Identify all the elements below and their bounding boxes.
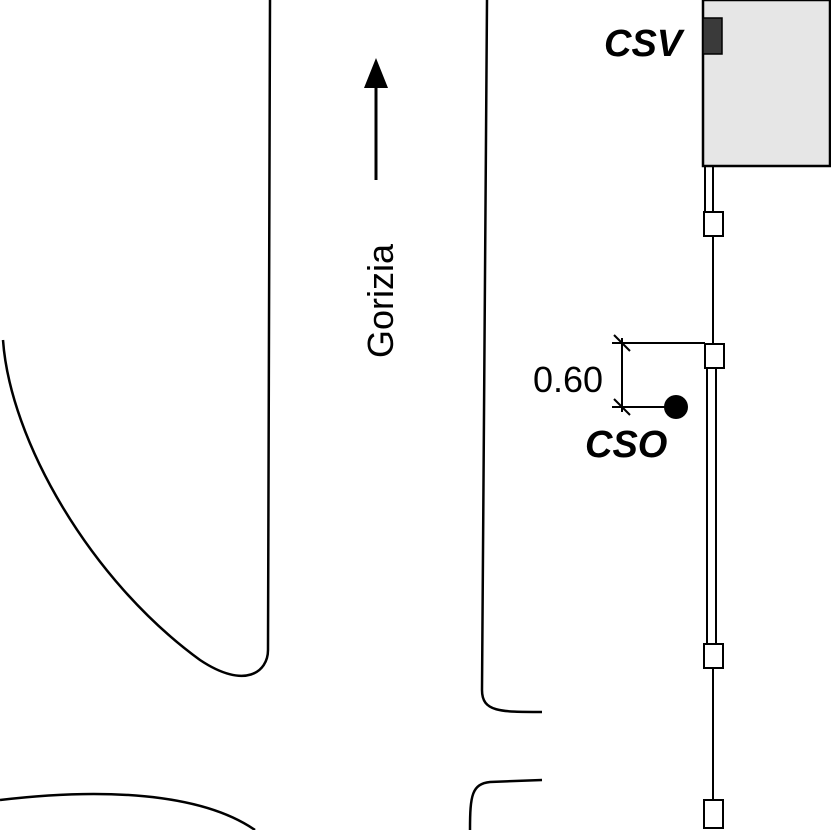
fence-post-1 <box>703 211 724 237</box>
fence-post-4 <box>703 799 724 829</box>
stop-sign-label: CSV <box>604 23 685 65</box>
fence-post-3 <box>703 643 724 669</box>
dimension-label: 0.60 <box>533 359 603 400</box>
arrow-up-icon <box>364 58 388 180</box>
stop-point-label: CSO <box>585 424 667 466</box>
fence-post-2 <box>704 343 725 369</box>
lower-road-edge-left <box>0 792 256 830</box>
center-road-edge <box>480 0 543 714</box>
lower-road-edge-right <box>468 778 543 830</box>
direction-label: Gorizia <box>360 243 401 358</box>
dimension-tick-top <box>613 334 631 352</box>
left-road-curve <box>1 0 272 678</box>
building-box <box>701 0 831 168</box>
dimension-tick-bottom <box>613 398 631 416</box>
filled-circle-icon <box>664 395 688 419</box>
dark-rectangle-icon <box>702 17 723 55</box>
